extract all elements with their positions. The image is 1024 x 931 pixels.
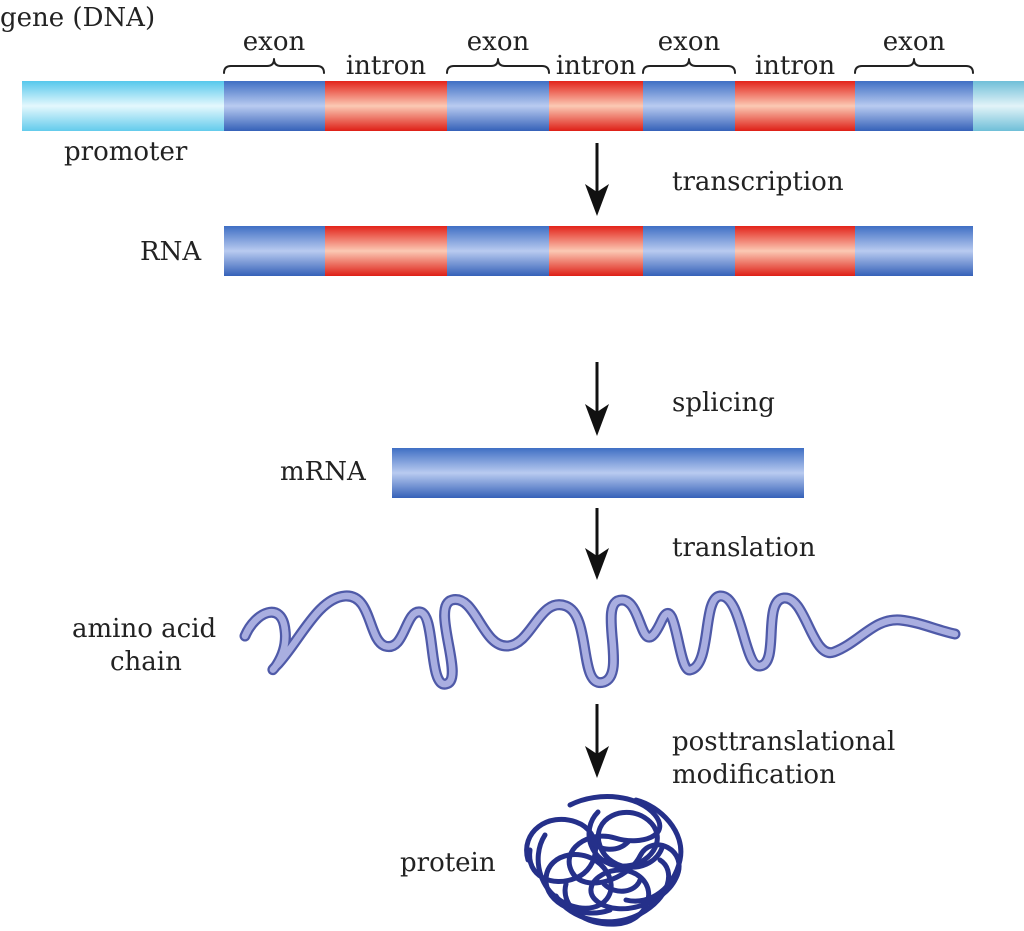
rna-exon-segment bbox=[447, 226, 549, 276]
promoter-segment bbox=[22, 81, 224, 131]
dna-tail-segment bbox=[973, 81, 1024, 131]
rna-label: RNA bbox=[140, 237, 202, 267]
mrna-label: mRNA bbox=[280, 457, 367, 487]
segment-label-exon-4: exon bbox=[883, 27, 946, 57]
amino-acid-label-line2: chain bbox=[110, 647, 182, 677]
mrna-strand bbox=[392, 448, 804, 498]
protein-label: protein bbox=[400, 848, 496, 878]
transcription-arrow-icon bbox=[585, 143, 609, 216]
transcription-label: transcription bbox=[672, 167, 844, 197]
dna-exon-segment bbox=[855, 81, 973, 131]
exon-brace-icon bbox=[223, 58, 325, 74]
dna-intron-segment bbox=[735, 81, 855, 131]
exon-brace-icon bbox=[854, 58, 974, 74]
amino-acid-chain bbox=[239, 590, 961, 690]
dna-exon-segment bbox=[224, 81, 325, 131]
translation-arrow-icon bbox=[585, 508, 609, 580]
exon-brace-icon bbox=[642, 58, 736, 74]
rna-exon-segment bbox=[643, 226, 735, 276]
rna-strand bbox=[224, 226, 973, 276]
exon-brace-icon bbox=[446, 58, 550, 74]
dna-intron-segment bbox=[549, 81, 643, 131]
translation-label: translation bbox=[672, 533, 816, 563]
splicing-label: splicing bbox=[672, 388, 775, 418]
splicing-arrow-icon bbox=[585, 362, 609, 436]
rna-exon-segment bbox=[224, 226, 325, 276]
segment-label-exon-1: exon bbox=[243, 27, 306, 57]
dna-exon-segment bbox=[643, 81, 735, 131]
rna-intron-segment bbox=[735, 226, 855, 276]
posttranslational-arrow-icon bbox=[585, 704, 609, 778]
segment-label-intron-2: intron bbox=[556, 51, 637, 81]
folded-protein bbox=[524, 794, 684, 927]
segment-label-intron-3: intron bbox=[755, 51, 836, 81]
dna-strand bbox=[22, 81, 1024, 131]
rna-exon-segment bbox=[855, 226, 973, 276]
amino-acid-label-line1: amino acid bbox=[72, 614, 216, 644]
segment-label-exon-3: exon bbox=[658, 27, 721, 57]
gene-dna-label: gene (DNA) bbox=[0, 3, 155, 33]
posttranslational-label-line1: posttranslational bbox=[672, 727, 895, 757]
rna-intron-segment bbox=[549, 226, 643, 276]
promoter-label: promoter bbox=[64, 137, 188, 167]
rna-intron-segment bbox=[325, 226, 447, 276]
segment-label-exon-2: exon bbox=[467, 27, 530, 57]
segment-label-intron-1: intron bbox=[346, 51, 427, 81]
dna-exon-segment bbox=[447, 81, 549, 131]
dna-intron-segment bbox=[325, 81, 447, 131]
posttranslational-label-line2: modification bbox=[672, 760, 836, 790]
